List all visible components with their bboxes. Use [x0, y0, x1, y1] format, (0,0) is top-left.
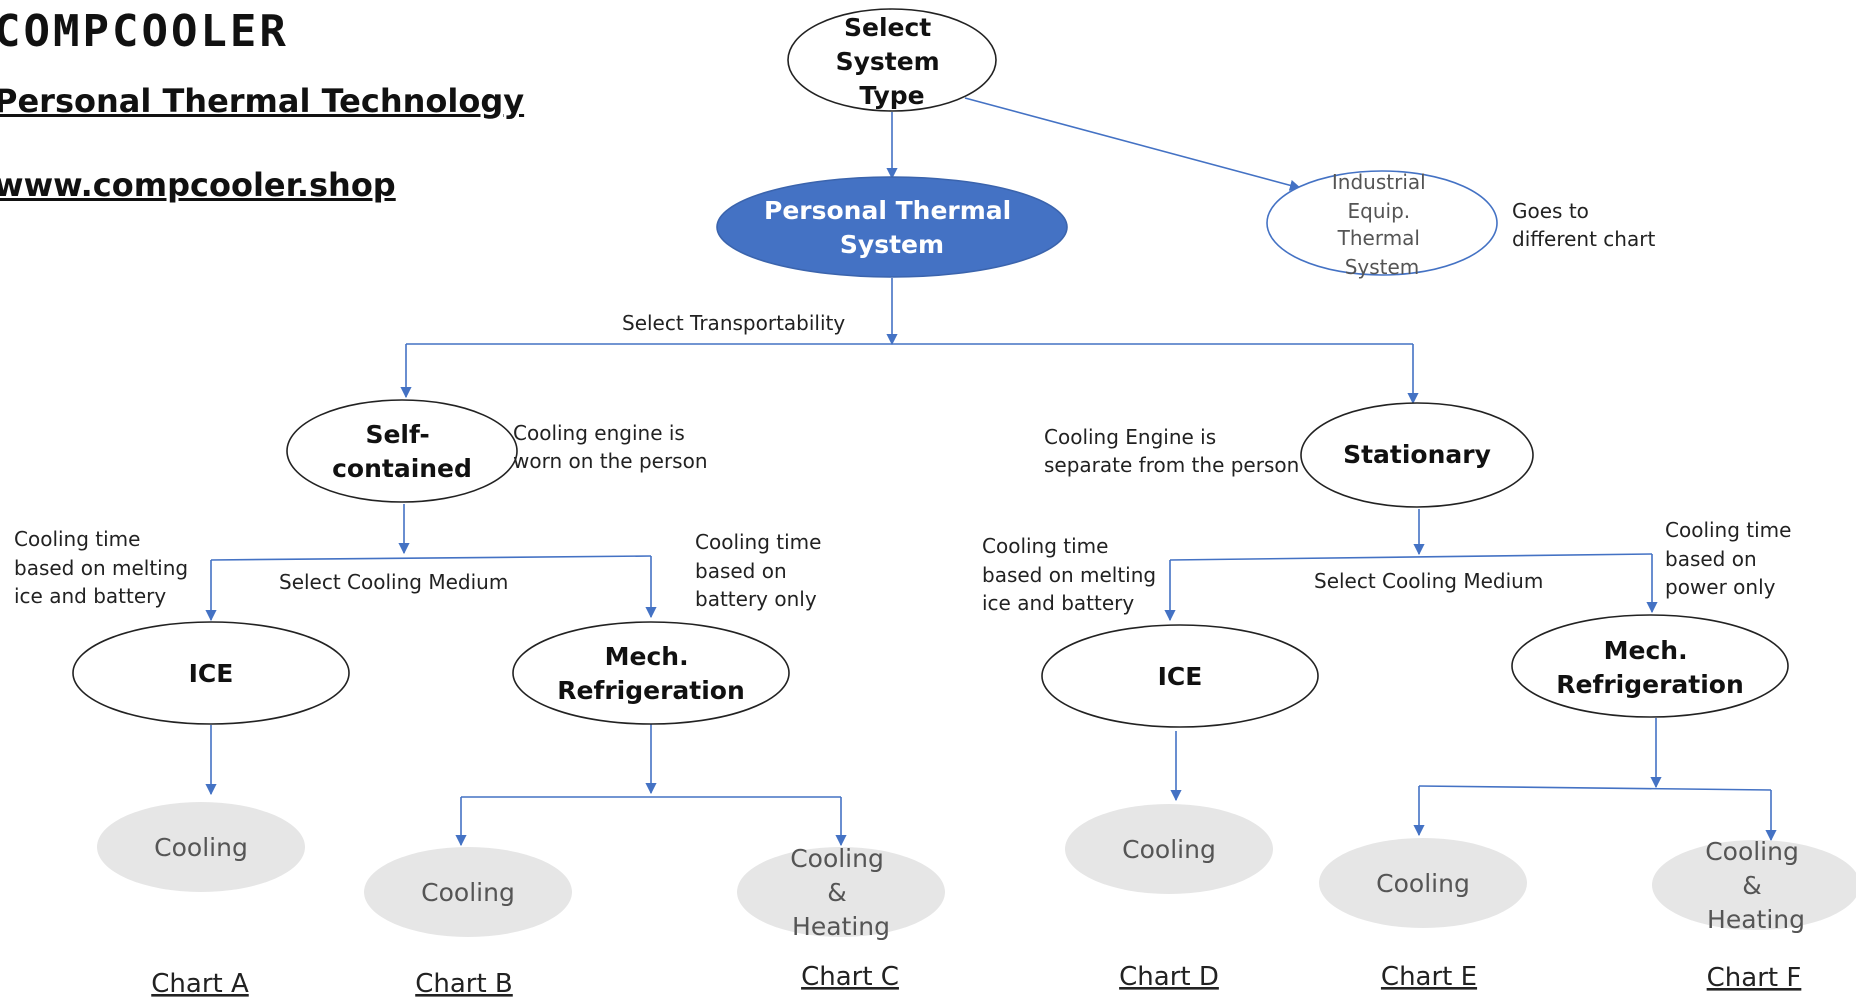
node-select-system-type: Select System Type: [787, 8, 997, 112]
node-output-c: Cooling & Heating: [737, 844, 945, 941]
node-personal-thermal-system: Personal Thermal System: [716, 176, 1068, 278]
chart-label-c[interactable]: Chart C: [801, 962, 899, 992]
chart-label-e[interactable]: Chart E: [1381, 962, 1477, 992]
note-engine-separate-from-person: Cooling Engine is separate from the pers…: [1044, 425, 1299, 477]
chart-label-d[interactable]: Chart D: [1119, 962, 1219, 992]
note-select-transportability: Select Transportability: [622, 311, 845, 335]
node-output-b-label: Cooling: [421, 878, 515, 907]
node-output-e-label: Cooling: [1376, 869, 1470, 898]
node-mech-left: Mech. Refrigeration: [512, 621, 790, 725]
chart-label-b[interactable]: Chart B: [415, 969, 513, 999]
note-goes-to-different-chart: Goes to different chart: [1512, 199, 1655, 251]
edge-type-to-industrial: [964, 97, 1302, 191]
node-personal-thermal-system-label: Personal Thermal System: [764, 196, 1020, 259]
note-select-cooling-medium-left: Select Cooling Medium: [279, 570, 508, 594]
note-cooling-time-battery-only: Cooling time based on battery only: [695, 530, 828, 611]
note-cooling-time-power-only: Cooling time based on power only: [1665, 518, 1798, 599]
node-output-d-label: Cooling: [1122, 835, 1216, 864]
node-industrial-equip: Industrial Equip. Thermal System: [1266, 170, 1498, 279]
note-engine-worn-on-person: Cooling engine is worn on the person: [513, 421, 708, 473]
chart-label-a[interactable]: Chart A: [151, 969, 249, 999]
tagline: Personal Thermal Technology: [0, 82, 525, 120]
node-ice-right-label: ICE: [1158, 662, 1203, 691]
node-self-contained-label: Self- contained: [332, 420, 472, 483]
connectors: [205, 97, 1777, 847]
node-select-system-type-label: Select System Type: [836, 13, 949, 110]
note-cooling-time-ice-battery-right: Cooling time based on melting ice and ba…: [982, 534, 1162, 615]
node-mech-left-label: Mech. Refrigeration: [557, 642, 745, 705]
node-output-b: Cooling: [364, 847, 572, 937]
note-cooling-time-ice-battery-left: Cooling time based on melting ice and ba…: [14, 527, 194, 608]
node-output-e: Cooling: [1319, 838, 1527, 928]
node-output-f-label: Cooling & Heating: [1705, 837, 1807, 934]
edge-left-medium-bar: [210, 555, 652, 561]
node-stationary: Stationary: [1300, 402, 1534, 508]
note-select-cooling-medium-right: Select Cooling Medium: [1314, 569, 1543, 593]
node-stationary-label: Stationary: [1343, 440, 1491, 469]
node-output-d: Cooling: [1065, 804, 1273, 894]
node-mech-right-label: Mech. Refrigeration: [1556, 636, 1744, 699]
node-industrial-equip-label: Industrial Equip. Thermal System: [1332, 170, 1432, 279]
node-self-contained: Self- contained: [286, 399, 518, 503]
website-link[interactable]: www.compcooler.shop: [0, 166, 396, 204]
node-output-c-label: Cooling & Heating: [790, 844, 892, 941]
edge-right-output-bar: [1418, 785, 1772, 791]
node-output-a: Cooling: [97, 802, 305, 892]
chart-label-f[interactable]: Chart F: [1707, 963, 1802, 993]
node-output-a-label: Cooling: [154, 833, 248, 862]
node-output-f: Cooling & Heating: [1652, 837, 1856, 934]
node-ice-right: ICE: [1041, 624, 1319, 728]
edge-right-medium-bar: [1169, 553, 1653, 561]
node-ice-left-label: ICE: [189, 659, 234, 688]
node-mech-right: Mech. Refrigeration: [1511, 614, 1789, 718]
brand-logo-text: COMPCOOLER: [0, 6, 289, 57]
node-ice-left: ICE: [72, 621, 350, 725]
